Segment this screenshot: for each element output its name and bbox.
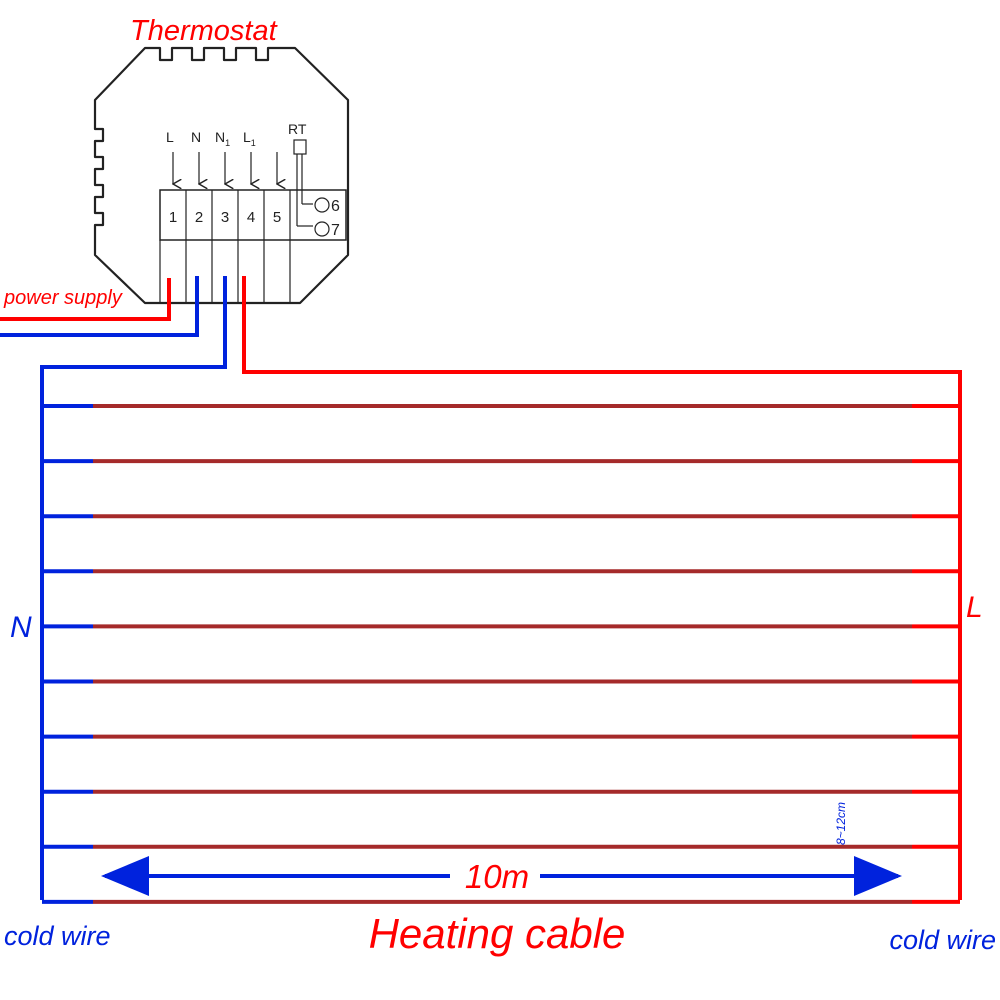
- terminal-label-n: N: [191, 129, 201, 145]
- terminal-number-4: 4: [247, 209, 255, 226]
- neutral-label: N: [10, 611, 32, 644]
- terminal-number-2: 2: [195, 209, 203, 226]
- terminal-number-1: 1: [169, 209, 177, 226]
- spacing-label: 8~12cm: [834, 802, 848, 845]
- terminal-block: [159, 189, 347, 303]
- terminal-label-l1: L1: [243, 129, 256, 148]
- sensor-terminal-7: 7: [331, 222, 340, 239]
- heating-cable-label: Heating cable: [369, 910, 626, 957]
- live-label: L: [966, 591, 983, 624]
- sensor-terminal-6: 6: [331, 198, 340, 215]
- rt-sensor: [293, 139, 330, 237]
- terminal-label-n1: N1: [215, 129, 230, 148]
- terminal-arrows: [173, 152, 277, 184]
- cold-wire-right-label: cold wire: [889, 925, 996, 955]
- cold-wire-left-label: cold wire: [4, 921, 111, 951]
- length-label: 10m: [465, 858, 529, 895]
- thermostat-body: [93, 46, 350, 305]
- thermostat-title: Thermostat: [130, 15, 279, 47]
- terminal-label-l: L: [166, 129, 174, 145]
- terminal-number-3: 3: [221, 209, 229, 226]
- heating-cable-runs: [42, 404, 960, 904]
- neutral-feed-wire: [40, 276, 227, 900]
- power-supply-label: power supply: [3, 287, 123, 309]
- rt-label: RT: [288, 121, 307, 137]
- live-feed-wire: [242, 276, 962, 900]
- power-supply-wires: [0, 276, 199, 337]
- terminal-number-5: 5: [273, 209, 281, 226]
